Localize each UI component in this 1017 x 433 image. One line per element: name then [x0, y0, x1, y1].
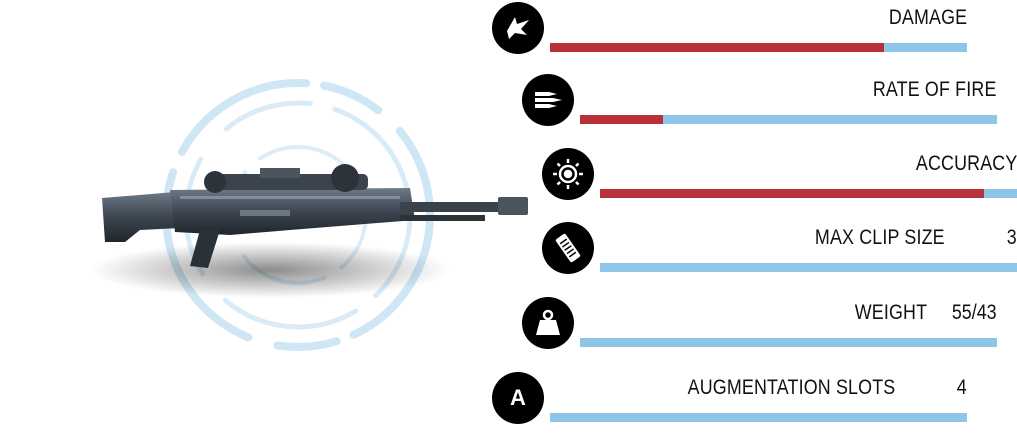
stat-label: DAMAGE	[888, 6, 967, 29]
damage-icon	[492, 2, 544, 54]
augmentation-icon: A	[492, 372, 544, 424]
stat-value: 4	[957, 376, 967, 399]
stat-bar-fill	[580, 115, 664, 124]
augmentation-letter: A	[510, 385, 526, 410]
weapon-preview	[80, 70, 550, 370]
stat-label: ACCURACY	[915, 152, 1017, 175]
stat-value: 3	[1007, 226, 1017, 249]
stat-label: AUGMENTATION SLOTS	[687, 376, 895, 399]
stat-label: WEIGHT	[854, 301, 927, 324]
stat-row-max-clip-size: MAX CLIP SIZE 3	[542, 222, 1017, 274]
crosshair-icon	[542, 148, 594, 200]
stat-bar	[580, 115, 997, 124]
stat-row-weight: WEIGHT 55/43	[522, 297, 997, 349]
stat-row-accuracy: ACCURACY	[542, 148, 1017, 200]
rifle-body	[102, 164, 528, 268]
stat-value: 55/43	[952, 301, 997, 324]
stat-row-rate-of-fire: RATE OF FIRE	[522, 74, 997, 126]
magazine-icon	[542, 222, 594, 274]
stat-bar	[550, 413, 967, 422]
bullets-icon	[522, 74, 574, 126]
stat-label: RATE OF FIRE	[873, 78, 997, 101]
stat-bar	[600, 189, 1017, 198]
stat-bar-fill	[600, 189, 984, 198]
stat-label: MAX CLIP SIZE	[815, 226, 945, 249]
stat-row-augmentation-slots: A AUGMENTATION SLOTS 4	[492, 372, 967, 424]
stat-bar	[600, 263, 1017, 272]
stat-bar	[550, 43, 967, 52]
stat-bar	[580, 338, 997, 347]
weight-icon	[522, 297, 574, 349]
stat-row-damage: DAMAGE	[492, 2, 967, 54]
sniper-rifle-image	[90, 79, 528, 351]
stat-bar-fill	[550, 43, 884, 52]
